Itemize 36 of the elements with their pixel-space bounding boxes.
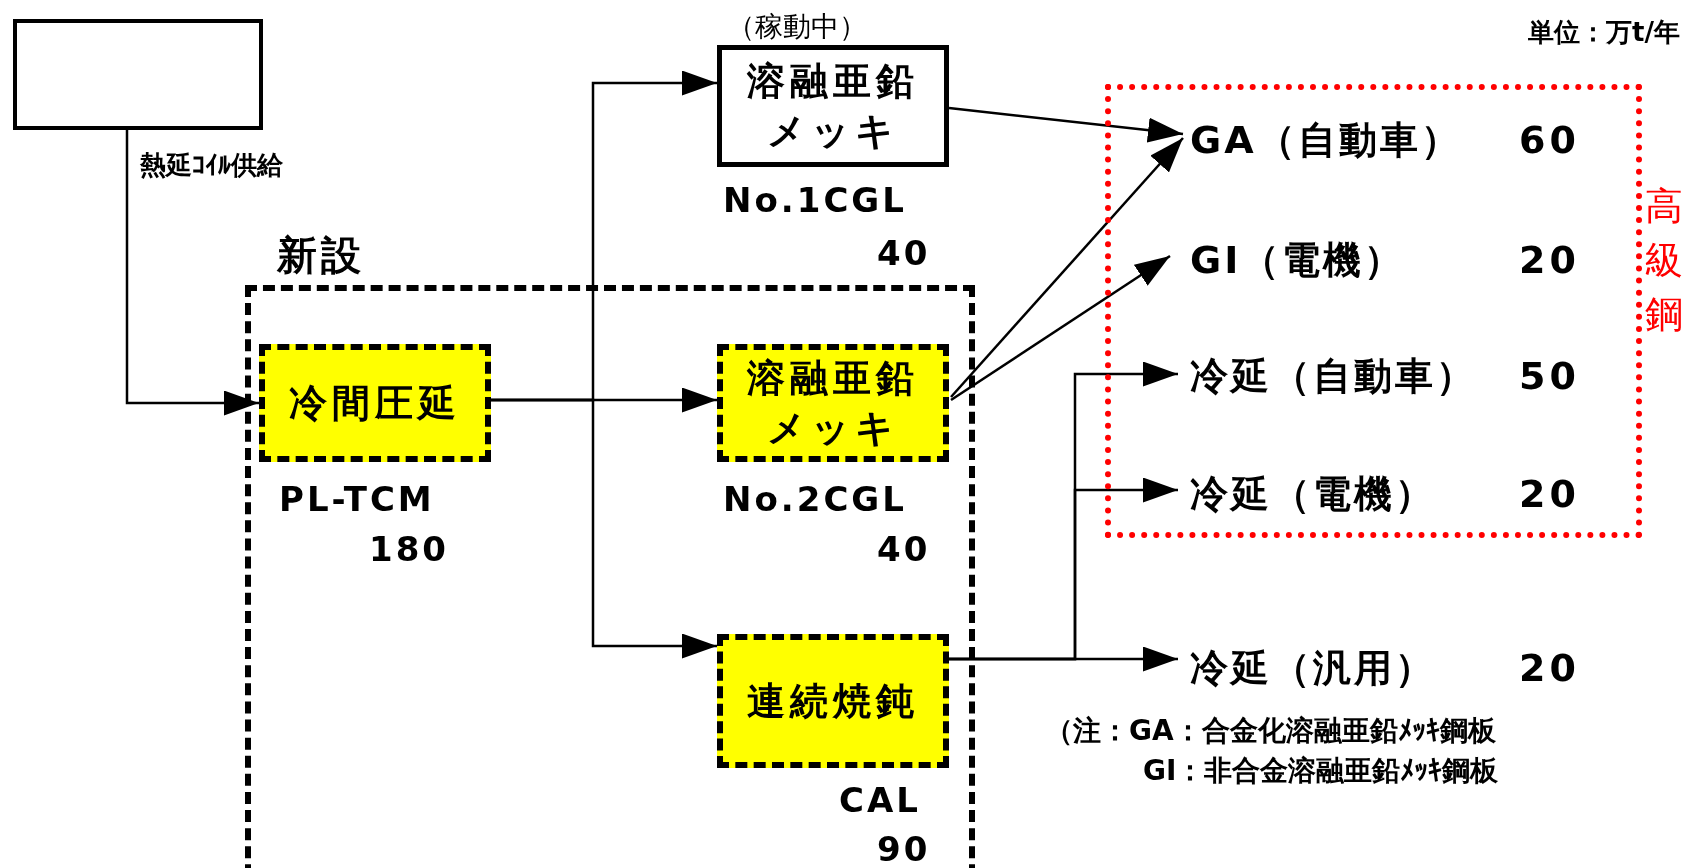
product-label: 冷延（汎用）	[1190, 645, 1436, 692]
arrow	[949, 646, 1178, 672]
product-label: 冷延（電機）	[1190, 471, 1436, 518]
edge-label: 熱延ｺｲﾙ供給	[140, 149, 283, 182]
line-name: PL-TCM	[279, 479, 435, 519]
product-label: 冷延（自動車）	[1190, 353, 1477, 400]
process-box: 溶融亜鉛メッキ	[717, 45, 949, 167]
line-name: CAL	[839, 780, 921, 820]
tonnage-value: 50	[1519, 353, 1580, 400]
capacity-value: 180	[369, 529, 449, 569]
tonnage-value: 20	[1519, 645, 1580, 692]
group-heading: 高級鋼	[1645, 183, 1684, 338]
product-label: GI（電機）	[1190, 237, 1406, 284]
footnote: （注：GA：合金化溶融亜鉛ﾒｯｷ鋼板	[1045, 713, 1496, 749]
capacity-value: 90	[877, 829, 931, 868]
product-label: GA（自動車）	[1190, 117, 1462, 164]
tonnage-value: 20	[1519, 471, 1580, 518]
tonnage-value: 20	[1519, 237, 1580, 284]
process-box: 冷間圧延	[259, 344, 491, 462]
arrow	[491, 398, 717, 659]
footnote: GI：非合金溶融亜鉛ﾒｯｷ鋼板	[1143, 753, 1499, 789]
process-box: 連続焼鈍	[717, 634, 949, 768]
empty-box	[13, 19, 263, 130]
capacity-value: 40	[877, 529, 931, 569]
arrow	[950, 254, 1171, 402]
group-heading: 新設	[277, 231, 365, 280]
line-name: No.2CGL	[723, 479, 907, 519]
line-name: No.1CGL	[723, 180, 907, 220]
process-box: 溶融亜鉛メッキ	[717, 344, 949, 462]
arrow	[125, 130, 259, 416]
tonnage-value: 60	[1519, 117, 1580, 164]
unit-note: 単位：万t/年	[1528, 16, 1680, 49]
status-note: （稼動中）	[727, 9, 867, 45]
arrow	[948, 106, 1184, 143]
capacity-value: 40	[877, 233, 931, 273]
arrow	[950, 137, 1184, 398]
